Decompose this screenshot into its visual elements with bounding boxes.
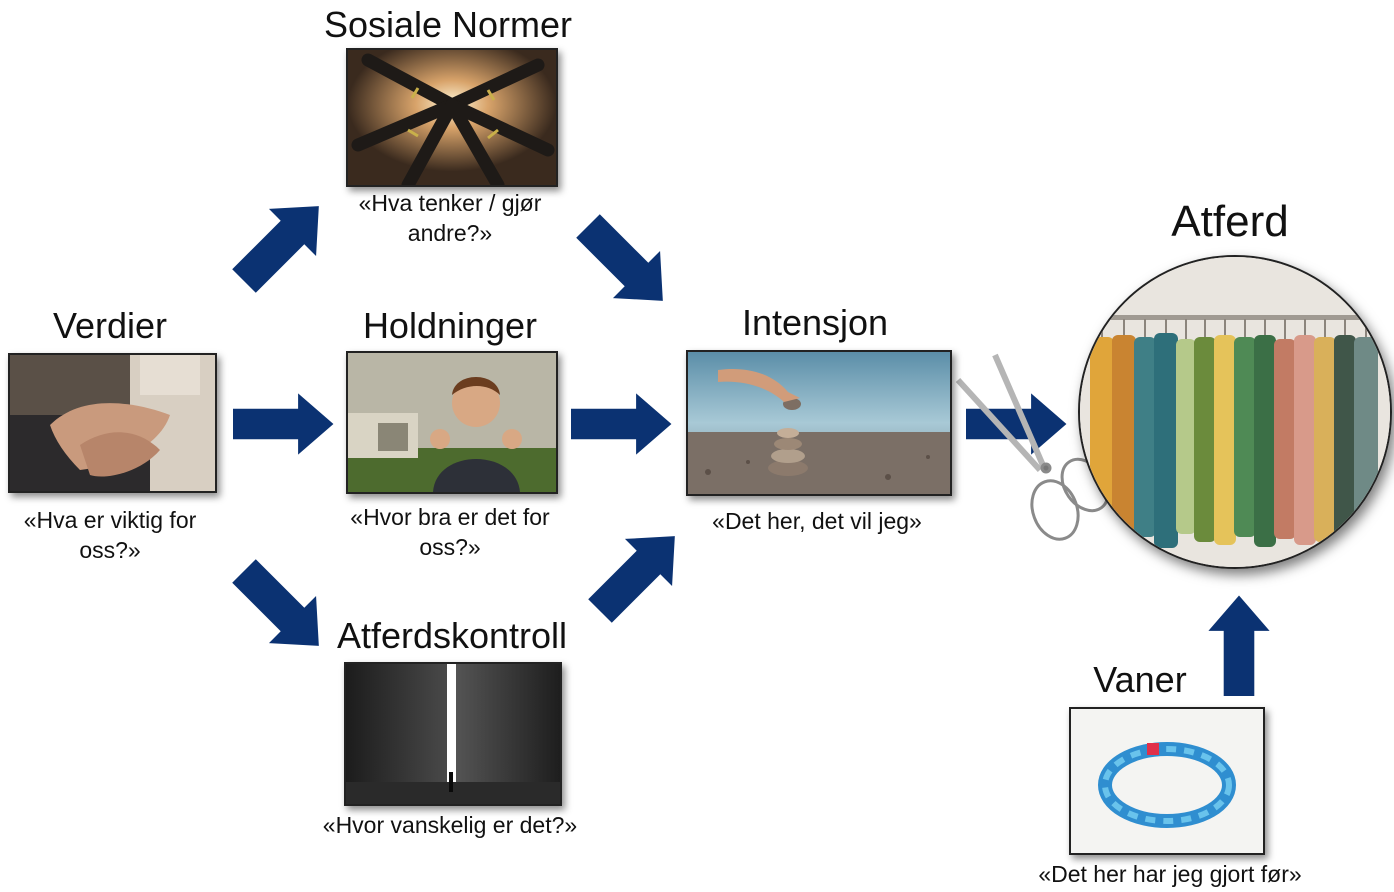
vaner-photo xyxy=(1069,707,1265,855)
puzzle-ring-photo-icon xyxy=(1071,709,1263,853)
atferd-title: Atferd xyxy=(1171,197,1289,246)
intensjon-caption: «Det her, det vil jeg» xyxy=(712,508,922,534)
holdninger-photo xyxy=(346,351,558,494)
verdier-title: Verdier xyxy=(52,305,168,346)
atferdskontroll-caption: «Hvor vanskelig er det?» xyxy=(322,812,578,838)
arrow-verdier-to-sosiale-normer xyxy=(220,182,343,305)
holdninger-title: Holdninger xyxy=(362,305,538,346)
verdier-caption: «Hva er viktig for oss?» xyxy=(23,507,197,563)
holdninger-caption: «Hvor bra er det for oss?» xyxy=(350,504,550,560)
intensjon-title: Intensjon xyxy=(741,302,889,343)
scissors-icon xyxy=(955,353,1110,541)
vaner-title: Vaner xyxy=(1093,659,1187,700)
vaner-caption: «Det her har jeg gjort før» xyxy=(1038,861,1302,887)
hands-photo-icon xyxy=(10,355,215,491)
sosiale-normer-caption: «Hva tenker / gjør andre?» xyxy=(358,190,542,246)
atferdskontroll-photo xyxy=(344,662,562,806)
clothes-rack-photo-icon xyxy=(1080,257,1390,567)
atferd-photo xyxy=(1078,255,1392,569)
atferdskontroll-title: Atferdskontroll xyxy=(336,615,568,656)
team-hands-photo-icon xyxy=(348,50,556,185)
arrow-sosiale-normer-to-intensjon xyxy=(564,202,687,325)
intensjon-photo xyxy=(686,350,952,496)
sosiale-normer-title: Sosiale Normer xyxy=(323,4,573,45)
arrow-vaner-to-atferd xyxy=(1208,595,1270,696)
thumbs-up-boy-photo-icon xyxy=(348,353,556,492)
sosiale-normer-photo xyxy=(346,48,558,187)
arrow-verdier-to-holdninger xyxy=(233,393,334,455)
light-gap-photo-icon xyxy=(346,664,560,804)
arrow-holdninger-to-intensjon xyxy=(571,393,672,455)
verdier-photo xyxy=(8,353,217,493)
stacking-stones-photo-icon xyxy=(688,352,950,494)
